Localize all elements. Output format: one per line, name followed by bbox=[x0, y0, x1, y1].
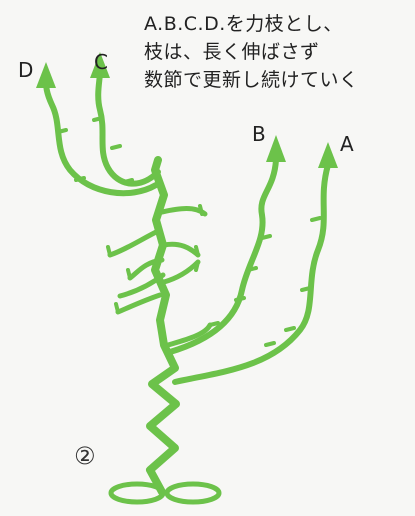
label-b: B bbox=[252, 122, 266, 146]
caption-line-2: 枝は、長く伸ばさず bbox=[144, 38, 359, 66]
arrowhead-a bbox=[318, 142, 338, 168]
spur-left-1 bbox=[110, 230, 160, 255]
spur-left-4 bbox=[120, 275, 163, 296]
branch-b bbox=[170, 160, 276, 352]
spur-right-1 bbox=[162, 209, 205, 215]
label-a: A bbox=[340, 132, 354, 156]
label-c: C bbox=[94, 50, 108, 74]
caption-line-3: 数節で更新し続けていく bbox=[144, 66, 359, 94]
base-loop-right bbox=[167, 484, 219, 502]
branch-a bbox=[175, 165, 328, 382]
spur-left-3 bbox=[118, 295, 160, 312]
arrowhead-d bbox=[36, 62, 56, 88]
arrowhead-b bbox=[266, 135, 286, 162]
spur-right-3 bbox=[164, 262, 198, 282]
caption: A.B.C.D.を力枝とし、 枝は、長く伸ばさず 数節で更新し続けていく bbox=[144, 10, 359, 94]
caption-line-1: A.B.C.D.を力枝とし、 bbox=[144, 10, 359, 38]
spur-right-2 bbox=[164, 244, 198, 255]
label-d: D bbox=[18, 58, 33, 82]
step-marker: ② bbox=[74, 442, 96, 470]
